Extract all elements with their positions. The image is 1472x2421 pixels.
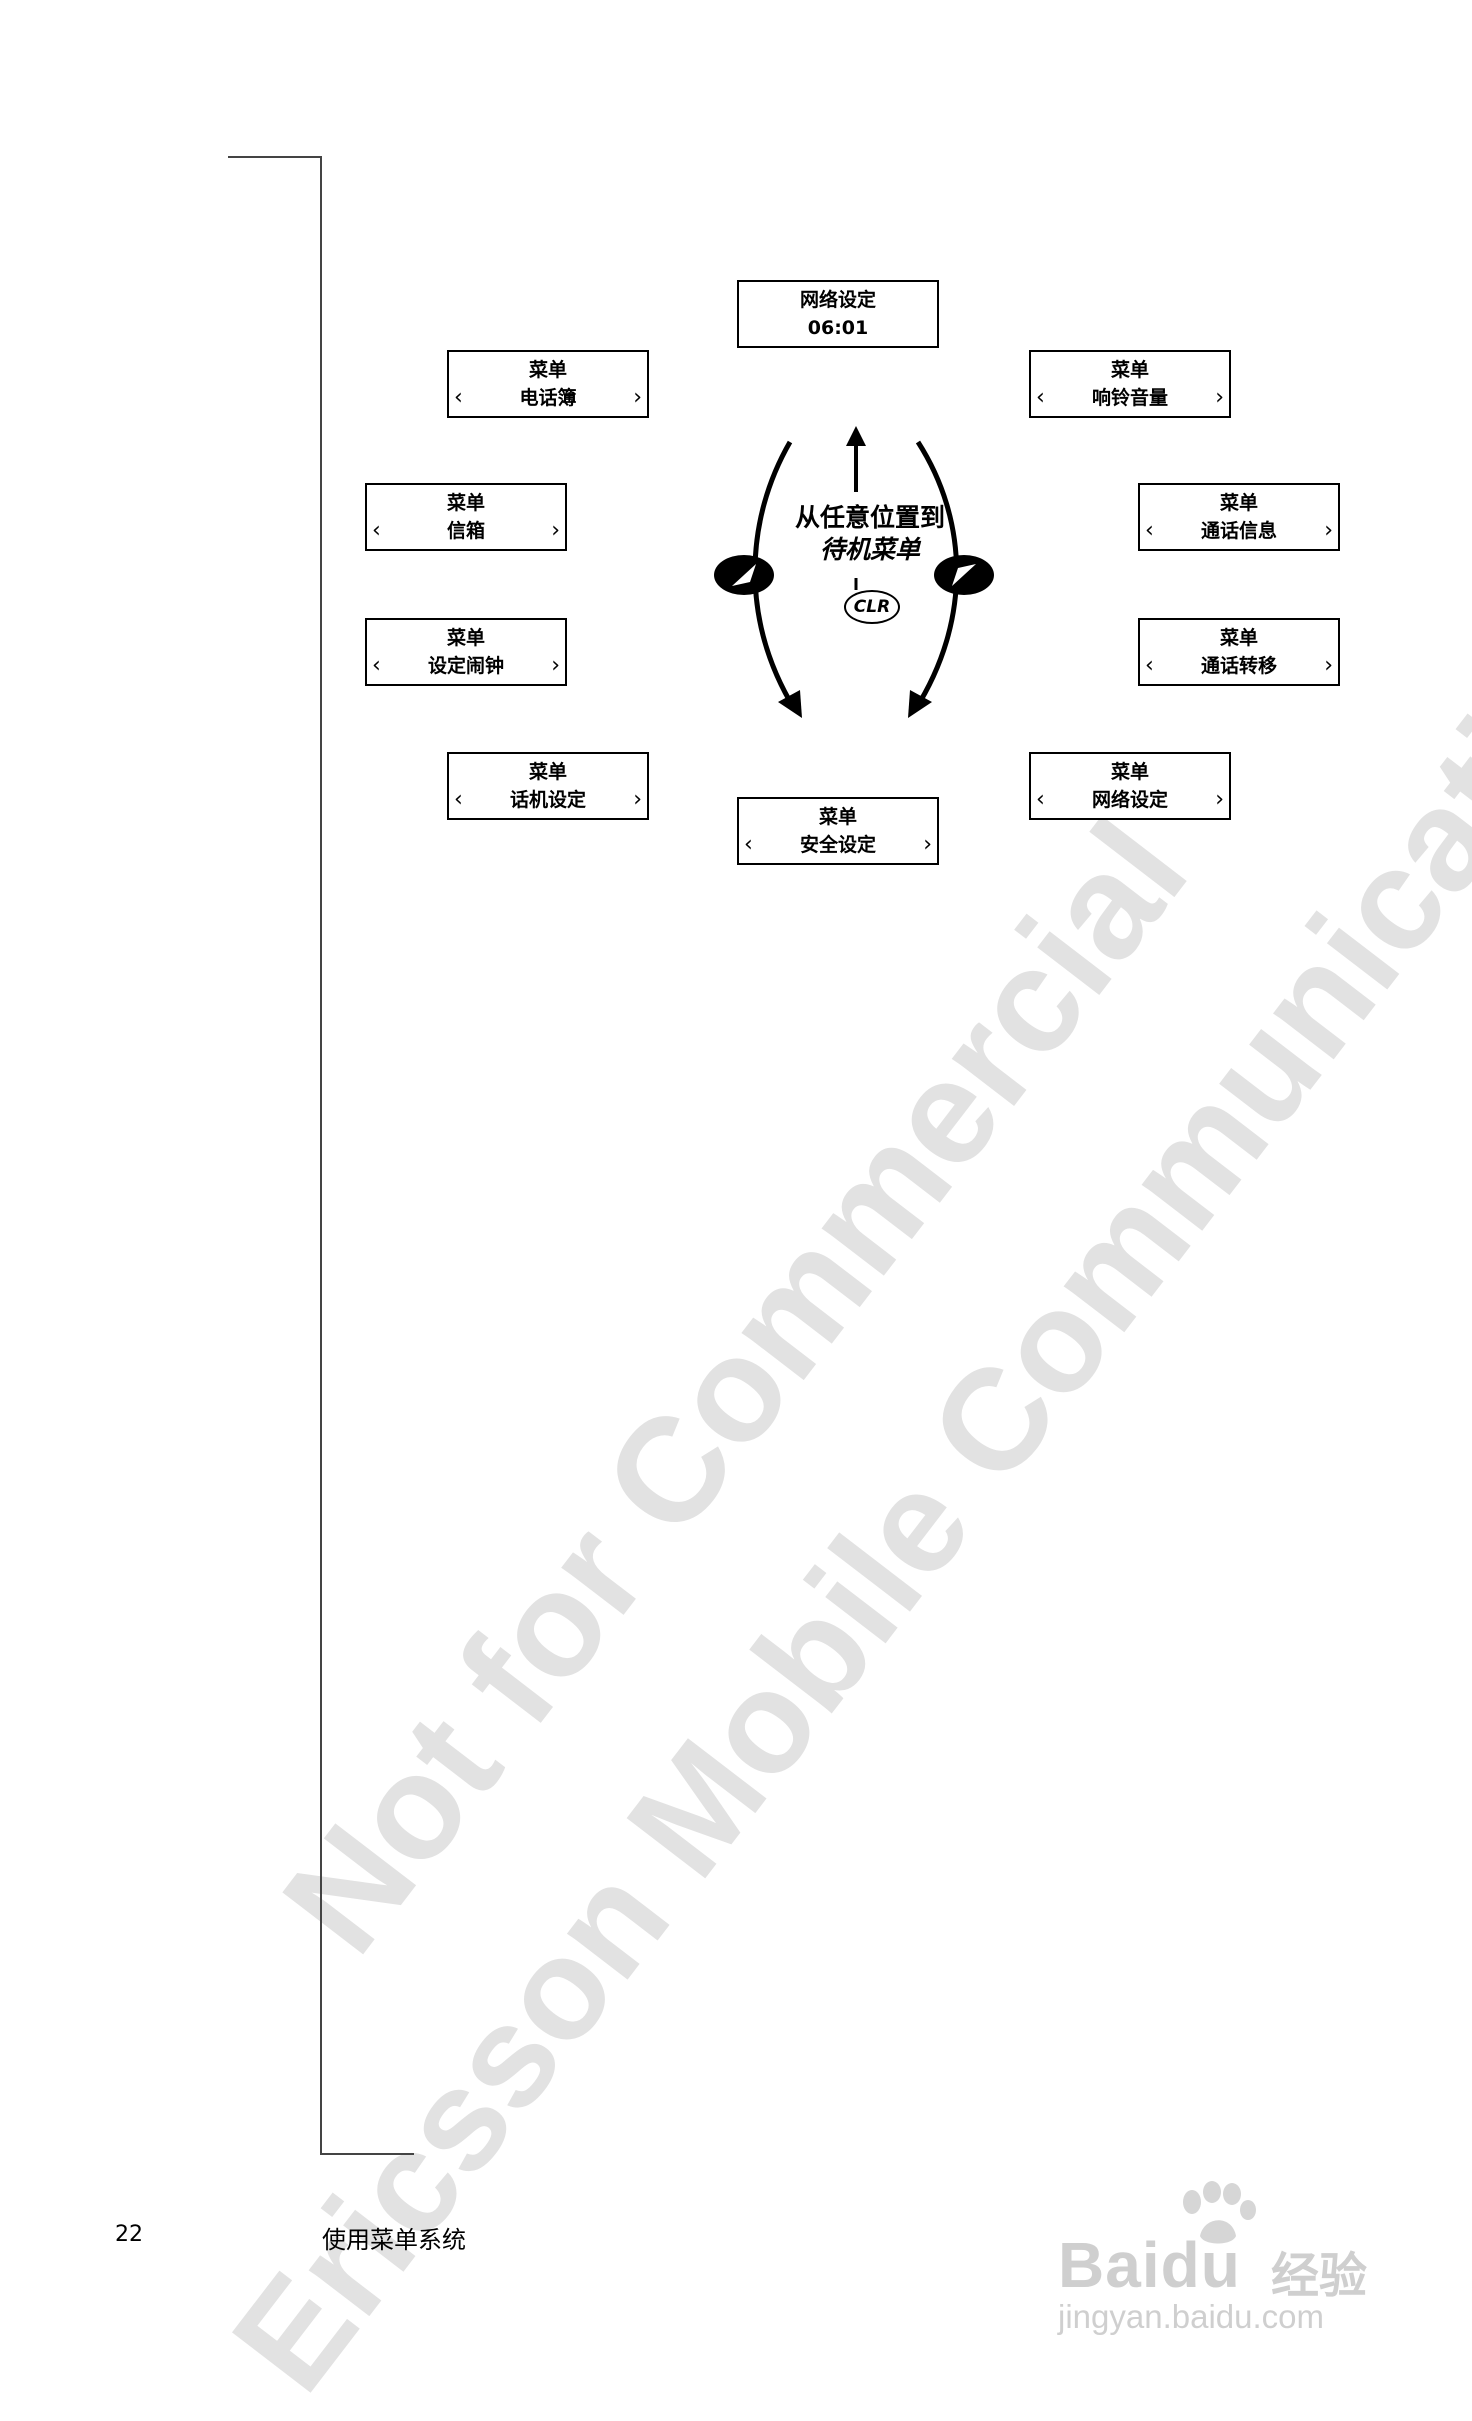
menu-box-label: 通话转移 xyxy=(1200,655,1277,677)
margin-rule-vertical xyxy=(320,156,322,2154)
navigation-arrows-graphic xyxy=(714,426,994,718)
logo-url: jingyan.baidu.com xyxy=(1058,2298,1324,2335)
menu-box-header: 菜单 xyxy=(1110,359,1149,381)
menu-box-phonebook: 菜单 ‹ 电话簿 › xyxy=(447,350,649,418)
left-arrow-icon: ‹ xyxy=(744,832,753,857)
logo-brand: Baidu xyxy=(1058,2229,1241,2301)
page-number: 22 xyxy=(115,2222,143,2247)
margin-rule-bottom xyxy=(320,2153,414,2155)
standby-network-label: 网络设定 xyxy=(799,289,876,311)
menu-box-call-info: 菜单 ‹ 通话信息 › xyxy=(1138,483,1340,551)
left-arrow-icon: ‹ xyxy=(1145,653,1154,678)
menu-box-label: 通话信息 xyxy=(1200,520,1277,542)
standby-display-box: 网络设定 06:01 xyxy=(737,280,939,348)
menu-box-label: 响铃音量 xyxy=(1091,387,1168,409)
menu-box-header: 菜单 xyxy=(818,806,857,828)
menu-box-network-settings: 菜单 ‹ 网络设定 › xyxy=(1029,752,1231,820)
menu-box-header: 菜单 xyxy=(1110,761,1149,783)
left-arrow-icon: ‹ xyxy=(1036,385,1045,410)
left-arrow-icon: ‹ xyxy=(454,385,463,410)
right-arrow-icon: › xyxy=(1215,787,1224,812)
menu-box-label: 安全设定 xyxy=(799,834,876,856)
baidu-jingyan-logo: Baidu 经验 jingyan.baidu.com xyxy=(1058,2180,1398,2335)
right-arrow-icon: › xyxy=(633,385,642,410)
menu-box-header: 菜单 xyxy=(446,492,485,514)
menu-box-label: 电话簿 xyxy=(519,387,577,409)
menu-box-label: 信箱 xyxy=(446,520,485,542)
right-arrow-icon: › xyxy=(551,518,560,543)
left-arrow-icon: ‹ xyxy=(372,653,381,678)
watermark-line-1: Not for Commercial xyxy=(251,791,1219,1982)
margin-rule-top xyxy=(228,156,322,158)
left-arrow-icon: ‹ xyxy=(1145,518,1154,543)
menu-box-security: 菜单 ‹ 安全设定 › xyxy=(737,797,939,865)
menu-box-ring-volume: 菜单 ‹ 响铃音量 › xyxy=(1029,350,1231,418)
menu-box-label: 网络设定 xyxy=(1091,789,1168,811)
instruction-line-2: 待机菜单 xyxy=(819,535,920,564)
right-arrow-icon: › xyxy=(633,787,642,812)
menu-box-mailbox: 菜单 ‹ 信箱 › xyxy=(365,483,567,551)
menu-box-phone-settings: 菜单 ‹ 话机设定 › xyxy=(447,752,649,820)
menu-box-call-divert: 菜单 ‹ 通话转移 › xyxy=(1138,618,1340,686)
right-arrow-icon: › xyxy=(1324,653,1333,678)
paw-icon xyxy=(1183,2181,1256,2244)
menu-box-header: 菜单 xyxy=(528,359,567,381)
right-arrow-icon: › xyxy=(551,653,560,678)
menu-box-header: 菜单 xyxy=(1219,627,1258,649)
right-navigation-key-icon xyxy=(934,555,994,595)
menu-box-header: 菜单 xyxy=(528,761,567,783)
logo-brand-suffix: 经验 xyxy=(1271,2248,1368,2304)
right-arrow-icon: › xyxy=(1215,385,1224,410)
menu-box-label: 设定闹钟 xyxy=(427,655,504,677)
left-arrow-icon: ‹ xyxy=(454,787,463,812)
menu-box-alarm: 菜单 ‹ 设定闹钟 › xyxy=(365,618,567,686)
menu-box-header: 菜单 xyxy=(1219,492,1258,514)
left-arrow-icon: ‹ xyxy=(372,518,381,543)
left-arrow-icon: ‹ xyxy=(1036,787,1045,812)
right-arrow-icon: › xyxy=(1324,518,1333,543)
instruction-line-1: 从任意位置到 xyxy=(794,503,945,532)
right-arrow-icon: › xyxy=(923,832,932,857)
left-navigation-key-icon xyxy=(714,555,774,595)
menu-box-label: 话机设定 xyxy=(509,789,586,811)
section-title: 使用菜单系统 xyxy=(322,2226,466,2254)
standby-time: 06:01 xyxy=(807,317,869,339)
clr-key-icon: CLR xyxy=(844,590,900,624)
menu-box-header: 菜单 xyxy=(446,627,485,649)
